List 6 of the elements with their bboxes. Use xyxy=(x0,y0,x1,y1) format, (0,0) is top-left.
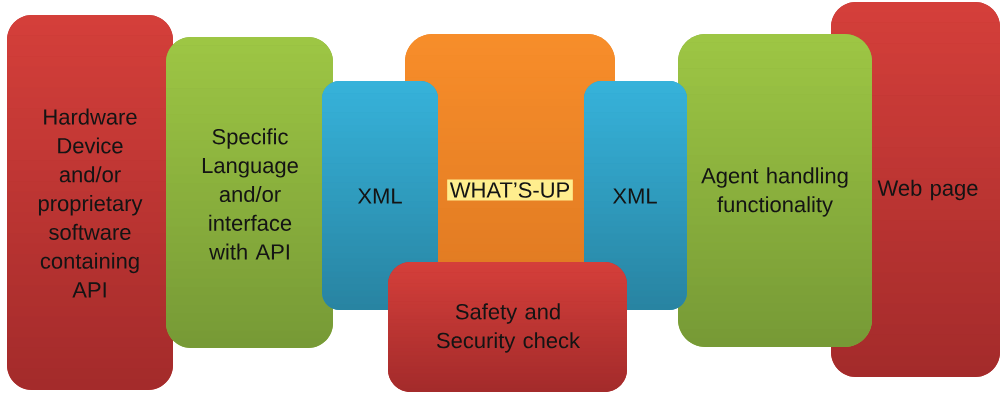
rounded-box: Safety and Security check xyxy=(388,262,627,392)
rounded-box: Agent handling functionality xyxy=(678,34,872,347)
rounded-box: XML xyxy=(322,81,438,310)
rounded-box: Specific Language and/or interface with API xyxy=(166,37,333,348)
rounded-box: Hardware Device and/or proprietary software containing API xyxy=(7,15,173,390)
rounded-box: XML xyxy=(584,81,687,310)
